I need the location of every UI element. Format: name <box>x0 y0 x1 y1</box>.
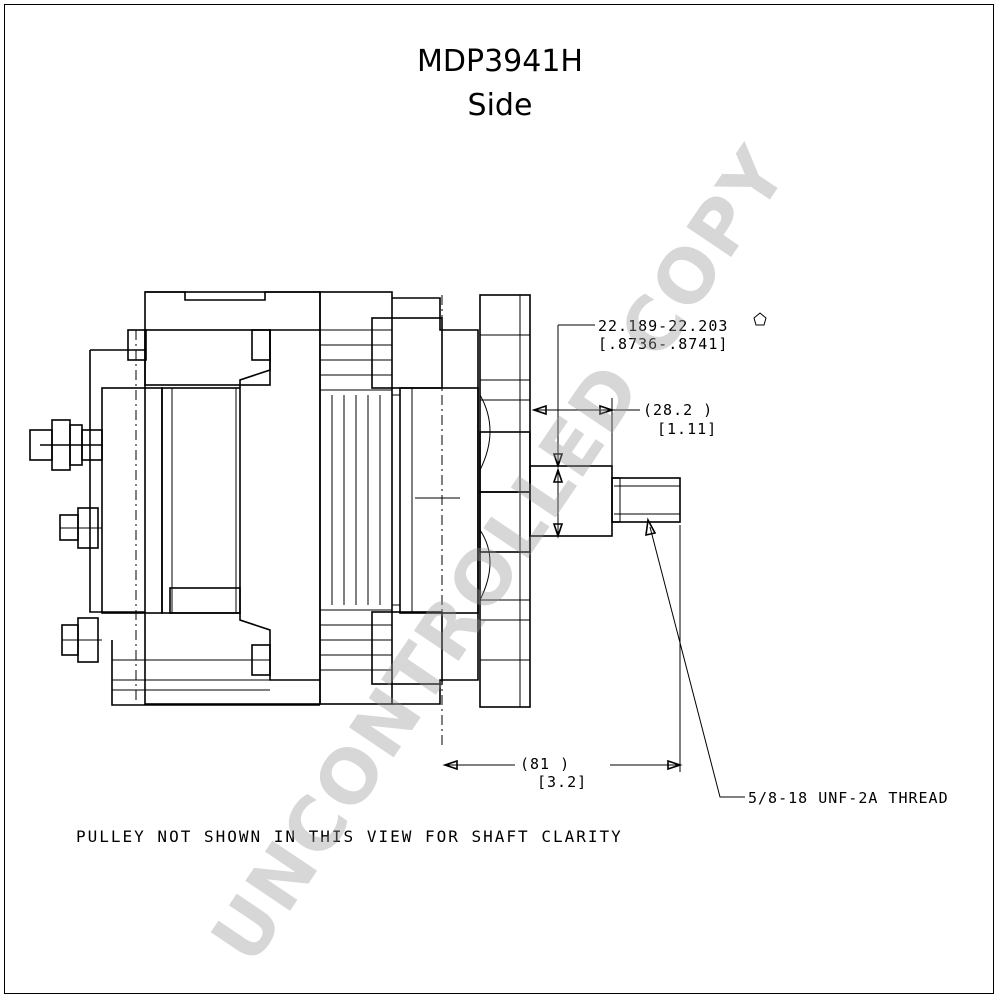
cooling-fan <box>479 294 531 708</box>
front-housing <box>371 295 479 745</box>
shaft <box>529 465 681 537</box>
thread-leader <box>645 517 745 798</box>
stator-fins <box>319 291 393 705</box>
terminal-stud-middle <box>59 507 102 549</box>
shoulder-length-mm: (28.2 ) <box>643 401 714 419</box>
shoulder-length-in: [1.11] <box>657 420 718 438</box>
datum-symbol-pentagon <box>753 312 767 326</box>
overall-length-dimension <box>442 525 683 772</box>
drawing-title: MDP3941H <box>417 44 583 79</box>
terminal-stud-upper <box>29 419 103 471</box>
drawing-note: PULLEY NOT SHOWN IN THIS VIEW FOR SHAFT … <box>76 827 623 846</box>
drawing-subtitle: Side <box>467 88 533 123</box>
shaft-diameter-in: [.8736-.8741] <box>598 335 729 353</box>
shaft-diameter-dimension <box>552 324 595 539</box>
terminal-stud-lower <box>61 617 102 663</box>
drawing-border <box>4 4 994 994</box>
mounting-bolt-lower <box>251 644 271 676</box>
overall-length-in: [3.2] <box>537 773 588 791</box>
shoulder-length-dimension <box>531 398 640 476</box>
thread-callout: 5/8-18 UNF-2A THREAD <box>748 789 949 807</box>
rear-housing <box>89 291 321 706</box>
overall-length-mm: (81 ) <box>520 755 571 773</box>
shaft-diameter-mm: 22.189-22.203 <box>598 317 729 335</box>
mounting-bolt-upper <box>127 329 271 361</box>
